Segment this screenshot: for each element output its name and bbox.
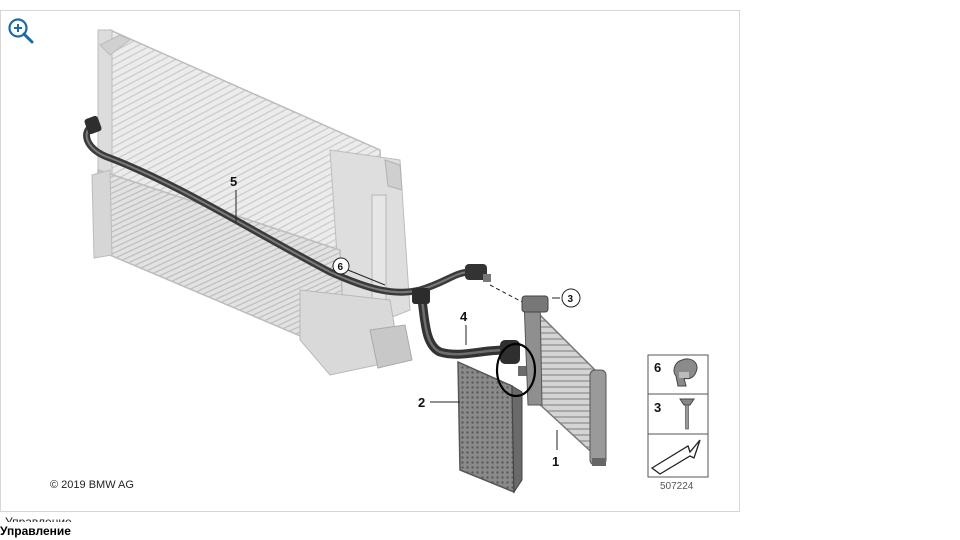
callout-3: 3 — [568, 294, 574, 305]
legend-num-3: 3 — [654, 400, 661, 415]
zoom-in-icon[interactable] — [6, 16, 36, 46]
lower-condenser — [91, 168, 413, 376]
callout-2: 2 — [418, 395, 425, 410]
main-radiator — [97, 28, 411, 331]
image-number: 507224 — [660, 481, 694, 492]
hose-4 — [412, 288, 528, 376]
direction-arrow-icon — [650, 439, 701, 475]
section-label[interactable]: Управление — [0, 524, 71, 538]
legend-num-6: 6 — [654, 360, 661, 375]
oil-cooler-1 — [521, 295, 607, 466]
callout-5: 5 — [230, 174, 237, 189]
highlight-circle — [495, 342, 537, 398]
callout-4: 4 — [460, 309, 468, 324]
callout-3-circle — [561, 288, 581, 308]
air-duct-2 — [457, 360, 523, 494]
callout-1: 1 — [552, 454, 559, 469]
callout-6: 6 — [338, 262, 344, 273]
bolt-icon — [679, 398, 695, 430]
parts-legend: 6 3 — [647, 354, 709, 478]
callout-6-circle — [332, 257, 350, 275]
clip-icon — [673, 358, 698, 387]
section-label-cut: Управление — [5, 515, 72, 522]
copyright-text: © 2019 BMW AG — [50, 479, 134, 491]
